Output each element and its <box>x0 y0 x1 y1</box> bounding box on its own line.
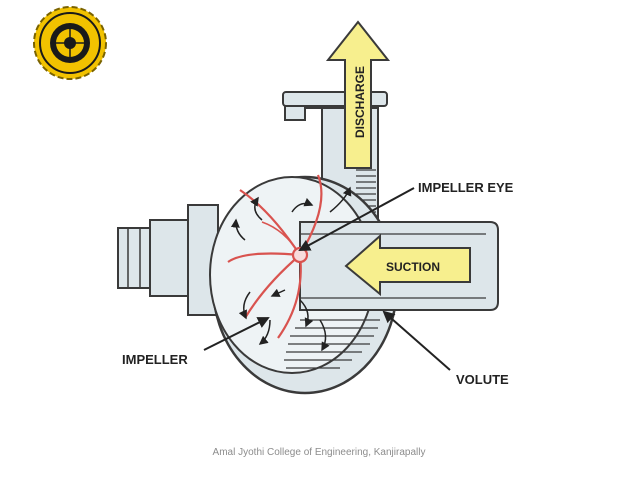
volute-label: VOLUTE <box>456 372 509 387</box>
impeller-leader <box>203 317 270 351</box>
impeller-vanes <box>227 174 323 339</box>
volute-leader <box>382 310 451 371</box>
flow-arrows <box>230 186 352 352</box>
impeller-eye-leader <box>298 187 415 251</box>
footer-text: Amal Jyothi College of Engineering, Kanj… <box>212 447 426 458</box>
impeller-label: IMPELLER <box>122 352 188 367</box>
discharge-label: DISCHARGE <box>353 66 367 138</box>
suction-label: SUCTION <box>386 260 440 274</box>
suction-arrow <box>344 233 471 297</box>
discharge-arrow <box>325 20 391 169</box>
motor-housing <box>117 204 219 316</box>
leader-lines <box>203 187 451 371</box>
impeller-eye-label: IMPELLER EYE <box>418 180 514 195</box>
college-logo <box>33 6 107 80</box>
